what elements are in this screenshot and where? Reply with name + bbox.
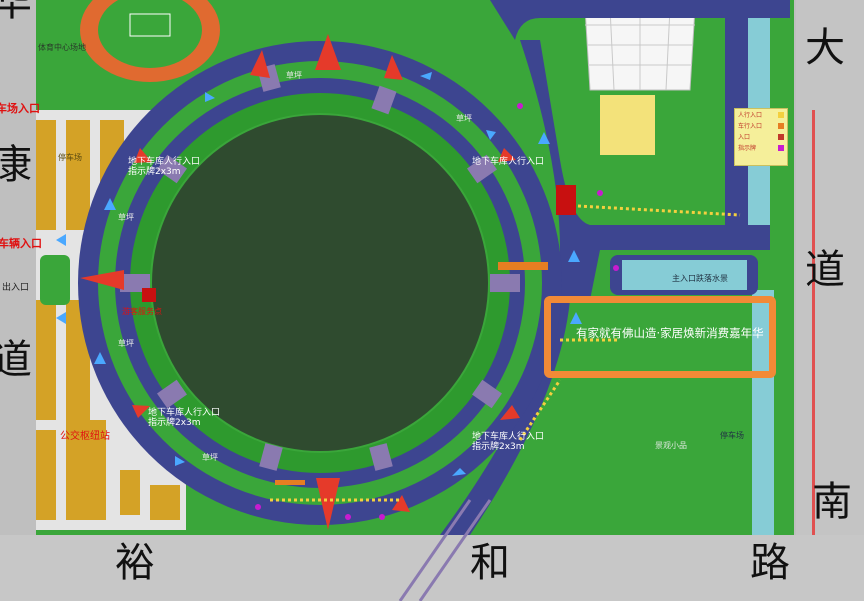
west-booth-label: 游客服务点	[122, 307, 162, 316]
bus-stop-label: 公交枢纽站	[60, 431, 110, 442]
event-banner-text: 有家就有佛山造·家居焕新消费嘉年华	[576, 326, 764, 340]
parking-label: 停车场	[58, 153, 82, 162]
lawn-label-left-low: 草坪	[118, 339, 134, 348]
exit-entrance-label: 出入口	[2, 283, 30, 293]
event-banner-frame	[544, 296, 776, 378]
legend-item: 入口	[735, 131, 787, 142]
road-char-left-2: 道	[0, 337, 32, 383]
legend-swatch	[778, 144, 784, 151]
legend-swatch	[778, 111, 784, 118]
road-char-right-top: 大	[805, 25, 845, 71]
underground-entrance-ne: 地下车库人行入口	[472, 157, 545, 167]
road-char-left-top: 华	[0, 0, 32, 25]
plaza-label: 景观小品	[655, 441, 687, 450]
lawn-label-bottom: 草坪	[202, 453, 218, 462]
parking-entrance-label: 车场入口	[0, 102, 40, 115]
legend-item: 人行入口	[735, 109, 787, 120]
map-legend: 人行入口 车行入口 入口 指示牌	[734, 108, 788, 166]
parking-side-label: 停车场	[720, 431, 744, 440]
legend-item: 车行入口	[735, 120, 787, 131]
legend-swatch	[778, 133, 784, 140]
road-char-left-1: 康	[0, 142, 32, 188]
underground-entrance-nw: 地下车库人行入口指示牌2x3m	[128, 157, 201, 178]
road-char-bottom-mid: 和	[470, 540, 510, 586]
underground-entrance-se: 地下车库人行入口指示牌2x3m	[472, 432, 545, 453]
road-char-right-mid: 道	[805, 247, 845, 293]
underground-entrance-sw: 地下车库人行入口指示牌2x3m	[148, 408, 221, 429]
road-char-bottom-left: 裕	[115, 540, 155, 586]
legend-swatch	[778, 122, 784, 129]
vehicle-entrance-label: 车辆入口	[0, 237, 42, 250]
sports-field-label: 体育中心场地	[38, 43, 86, 52]
lawn-label-top: 草坪	[286, 71, 302, 80]
road-char-bottom-right: 南	[812, 479, 852, 525]
road-char-bottom-far: 路	[750, 540, 790, 586]
lawn-label-left: 草坪	[118, 213, 134, 222]
lawn-label-ne: 草坪	[456, 114, 472, 123]
waterscape-label: 主入口跌落水景	[672, 274, 728, 283]
legend-item: 指示牌	[735, 142, 787, 153]
